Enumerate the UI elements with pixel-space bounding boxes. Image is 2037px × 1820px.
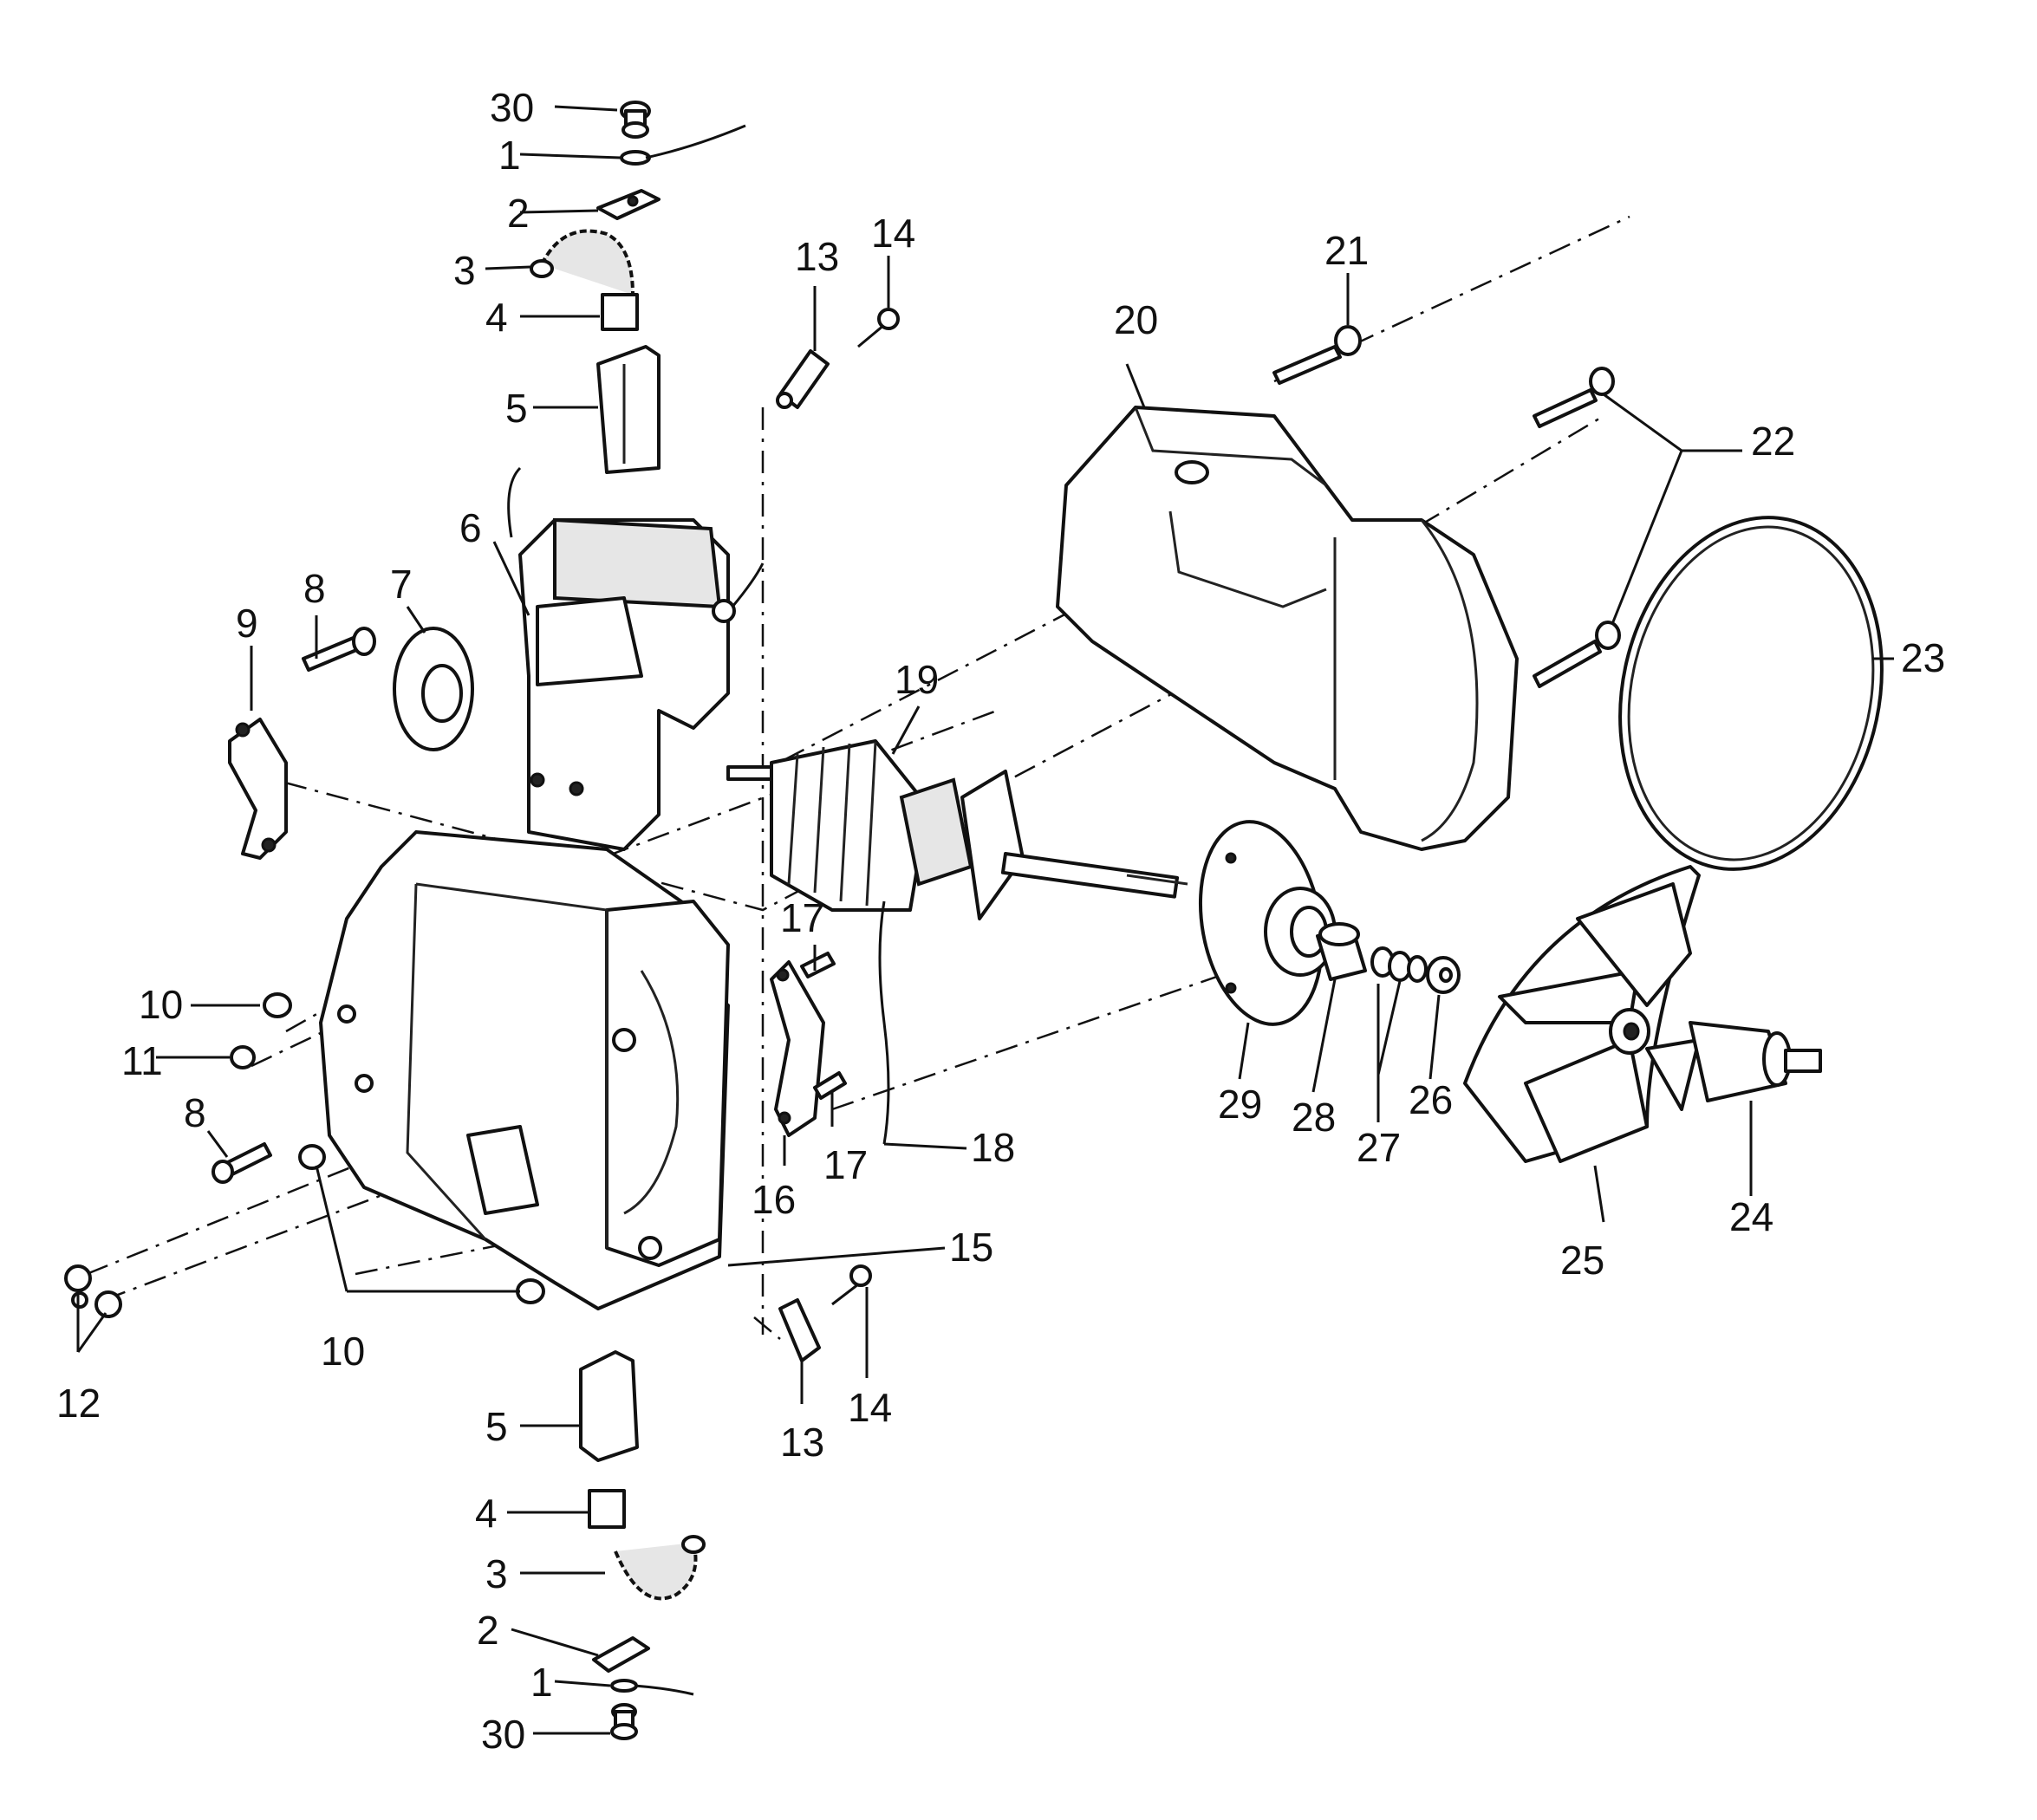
screw-14-bottom-icon xyxy=(831,1264,872,1306)
terminal-13-bottom-icon xyxy=(778,1298,821,1362)
callout-19: 19 xyxy=(895,657,939,702)
callout-13-bottom: 13 xyxy=(780,1420,824,1465)
top-brush-assembly xyxy=(530,101,746,474)
callout-21: 21 xyxy=(1324,228,1369,273)
callout-28: 28 xyxy=(1292,1095,1336,1140)
screw-21-icon xyxy=(1272,325,1362,385)
brush-lead-3-bottom-icon xyxy=(614,1535,706,1601)
fan-25-icon xyxy=(1463,865,1701,1163)
washer-26-icon xyxy=(1426,956,1461,994)
screw-17-top-icon xyxy=(800,952,836,978)
callout-10-top: 10 xyxy=(139,982,183,1027)
carbon-brush-4-top-icon xyxy=(601,293,639,331)
clip-2-top-icon xyxy=(596,189,661,220)
clip-2-bottom-icon xyxy=(592,1636,650,1673)
callout-25: 25 xyxy=(1560,1238,1604,1283)
callout-23: 23 xyxy=(1901,635,1945,680)
callout-20: 20 xyxy=(1114,297,1158,342)
field-coil-6-icon xyxy=(507,466,765,851)
belt-23-icon xyxy=(1618,516,1884,871)
callout-17-bottom: 17 xyxy=(823,1142,868,1187)
screw-8-top-icon xyxy=(302,627,376,672)
callout-8-top: 8 xyxy=(303,566,326,611)
screw-12-b-icon xyxy=(94,1290,122,1318)
carbon-brush-4-bottom-icon xyxy=(588,1489,626,1529)
callout-27: 27 xyxy=(1357,1125,1401,1170)
callout-12: 12 xyxy=(56,1381,101,1426)
callout-14-bottom: 14 xyxy=(848,1385,892,1430)
screw-30-bottom-icon xyxy=(610,1703,638,1740)
screw-22-bottom-icon xyxy=(1533,621,1621,688)
callout-11: 11 xyxy=(121,1038,163,1083)
callout-4-top: 4 xyxy=(485,295,508,340)
callout-6: 6 xyxy=(459,505,482,550)
spring-wire-18-icon xyxy=(878,900,890,1145)
callout-13-top: 13 xyxy=(795,234,839,279)
screw-8-bottom-icon xyxy=(212,1142,272,1184)
callout-24: 24 xyxy=(1729,1194,1773,1239)
callout-7: 7 xyxy=(390,562,413,607)
rings-27-icon xyxy=(1370,946,1428,983)
sleeve-28-icon xyxy=(1316,922,1367,981)
callout-8-bottom: 8 xyxy=(184,1090,206,1135)
callout-16: 16 xyxy=(752,1177,796,1222)
armature-19-icon xyxy=(726,739,1188,920)
nut-10-mid-icon xyxy=(298,1144,326,1170)
bottom-brush-assembly xyxy=(579,1350,706,1740)
callout-10-bottom: 10 xyxy=(321,1329,365,1374)
leader-lines xyxy=(76,105,1894,1735)
callout-22: 22 xyxy=(1751,419,1795,464)
screw-17-bottom-icon xyxy=(813,1071,847,1100)
end-housing-20-icon xyxy=(1056,406,1519,851)
callout-5-bottom: 5 xyxy=(485,1404,508,1449)
bracket-16-icon xyxy=(770,960,825,1137)
screw-30-top-icon xyxy=(620,101,651,139)
callout-18: 18 xyxy=(971,1125,1015,1170)
screw-22-top-icon xyxy=(1533,367,1615,428)
brush-lead-3-top-icon xyxy=(530,229,635,296)
bearing-plate-29-icon xyxy=(1198,820,1337,1026)
callout-2-bottom: 2 xyxy=(477,1608,499,1653)
nut-10-bottom-icon xyxy=(516,1278,545,1304)
washer-1-bottom-icon xyxy=(610,1679,694,1696)
callout-3-bottom: 3 xyxy=(485,1551,508,1596)
bracket-9-icon xyxy=(228,718,288,860)
screw-14-top-icon xyxy=(857,308,900,348)
callout-1-top: 1 xyxy=(498,133,521,178)
callout-26: 26 xyxy=(1409,1077,1453,1122)
callout-14-top: 14 xyxy=(871,211,915,256)
hub-24-icon xyxy=(1689,1021,1822,1102)
motor-housing-15-icon xyxy=(319,830,730,1310)
callout-labels: 30 1 2 3 4 5 6 7 8 9 10 11 8 10 12 13 14… xyxy=(56,85,1945,1757)
callout-29: 29 xyxy=(1218,1082,1262,1127)
brush-holder-5-top-icon xyxy=(596,345,661,474)
nut-10-top-icon xyxy=(263,992,292,1018)
terminal-13-top-icon xyxy=(776,349,830,409)
callout-15: 15 xyxy=(949,1225,993,1270)
callout-30-top: 30 xyxy=(490,85,534,130)
callout-1-bottom: 1 xyxy=(530,1660,553,1705)
callout-30-bottom: 30 xyxy=(481,1712,525,1757)
bearing-cap-7-icon xyxy=(393,627,474,751)
washer-1-top-icon xyxy=(620,124,746,166)
callout-5-top: 5 xyxy=(505,386,528,431)
callout-4-bottom: 4 xyxy=(475,1491,498,1536)
callout-9: 9 xyxy=(236,601,258,646)
callout-3-top: 3 xyxy=(453,248,476,293)
screw-12-a-icon xyxy=(64,1264,92,1309)
callout-17-top: 17 xyxy=(780,895,824,940)
callout-2-top: 2 xyxy=(507,191,530,236)
brush-holder-5-bottom-icon xyxy=(579,1350,639,1462)
nut-11-icon xyxy=(230,1045,256,1069)
